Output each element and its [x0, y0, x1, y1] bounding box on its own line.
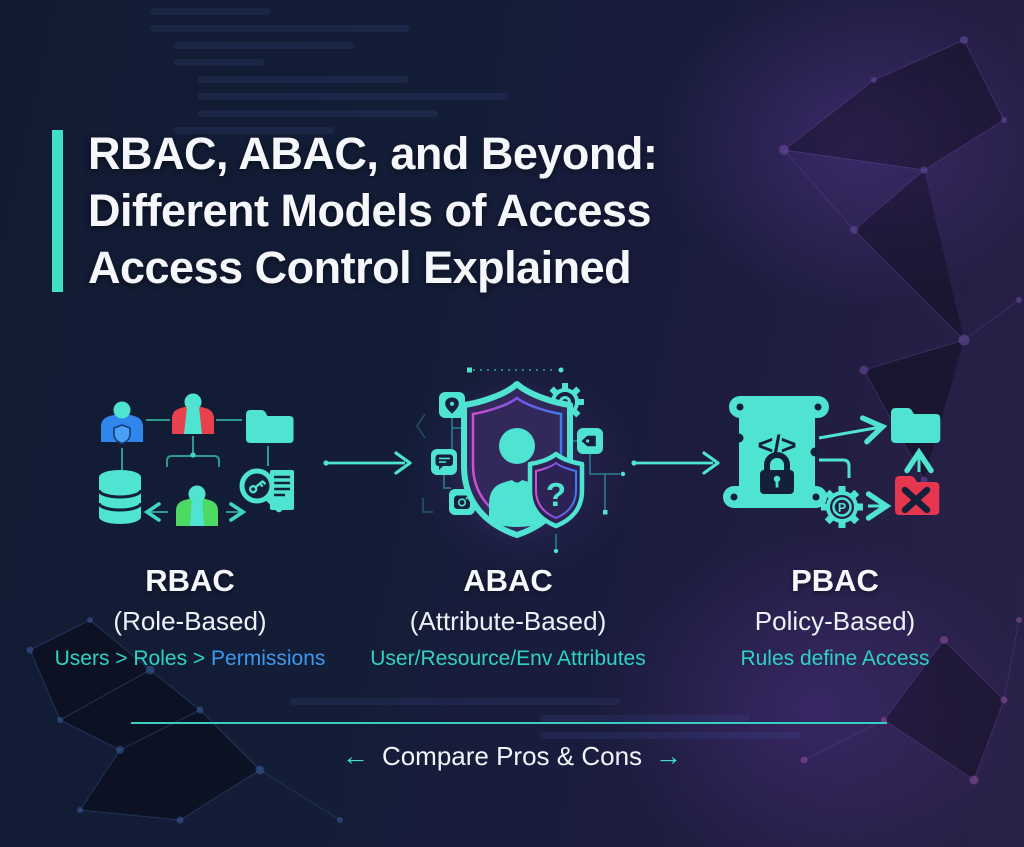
rbac-subtitle: (Role-Based) [113, 606, 267, 636]
user-silhouette-head [499, 428, 535, 464]
question-mark-glyph: ? [546, 476, 566, 513]
folder-allow-icon [891, 408, 941, 443]
title-line-2: Different Models of Access [88, 185, 651, 236]
database-icon [97, 470, 143, 524]
junction-dot [190, 452, 196, 458]
gear-p-icon: P [821, 486, 863, 528]
title-accent-bar [52, 130, 63, 292]
location-pin-icon [439, 392, 465, 418]
left-arrow-icon: ← [341, 741, 369, 771]
title-line-3: Access Control Explained [88, 242, 632, 293]
flow-arrow-icon-1 [323, 451, 412, 475]
rbac-desc-secondary: Permissions [211, 647, 326, 670]
cta-label: Compare Pros & Cons [381, 741, 643, 771]
title-line-1: RBAC, ABAC, and Beyond: [88, 128, 658, 179]
question-shield-icon: ? [527, 451, 585, 529]
rbac-illustration [97, 393, 294, 526]
lock-icon [760, 452, 794, 494]
right-arrow-icon: → [655, 741, 683, 771]
rbac-name: RBAC [145, 563, 235, 598]
user-role-icon [172, 393, 214, 434]
abac-description: User/Resource/Env Attributes [348, 647, 668, 671]
abac-subtitle: (Attribute-Based) [409, 606, 607, 636]
policy-flow-arrows [818, 415, 934, 521]
abac-label: ABAC (Attribute-Based) User/Resource/Env… [348, 563, 668, 671]
pbac-description: Rules define Access [675, 647, 995, 671]
user-member-icon [176, 485, 218, 526]
rbac-desc-primary: Users > Roles > [54, 647, 212, 670]
background-code-texture-top [150, 8, 530, 144]
rbac-description: Users > Roles > Permissions [30, 647, 350, 671]
abac-illustration: ? [416, 367, 626, 554]
chat-icon [431, 449, 457, 475]
user-admin-icon [101, 401, 143, 445]
flow-arrow-icon-2 [631, 451, 720, 475]
rbac-label: RBAC (Role-Based) Users > Roles > Permis… [30, 563, 350, 671]
pbac-illustration: </> P [723, 396, 941, 528]
key-search-icon [239, 468, 294, 513]
policy-scroll-icon: </> [723, 396, 829, 508]
abac-desc-primary: User/Resource/Env Attributes [370, 647, 646, 670]
page-title: RBAC, ABAC, and Beyond: Different Models… [88, 125, 658, 296]
purple-glow-top-right [594, 0, 1024, 360]
divider-line [131, 722, 887, 724]
folder-deny-x-icon [895, 476, 940, 515]
pbac-label: PBAC Policy-Based) Rules define Access [675, 563, 995, 671]
policy-p-glyph: P [838, 501, 846, 515]
pbac-desc-primary: Rules define Access [740, 647, 930, 670]
tag-icon [577, 428, 603, 454]
pbac-name: PBAC [791, 563, 879, 598]
compare-cta: ← Compare Pros & Cons → [0, 741, 1024, 772]
pbac-subtitle: Policy-Based) [754, 606, 916, 636]
folder-icon [246, 410, 294, 443]
abac-name: ABAC [463, 563, 553, 598]
